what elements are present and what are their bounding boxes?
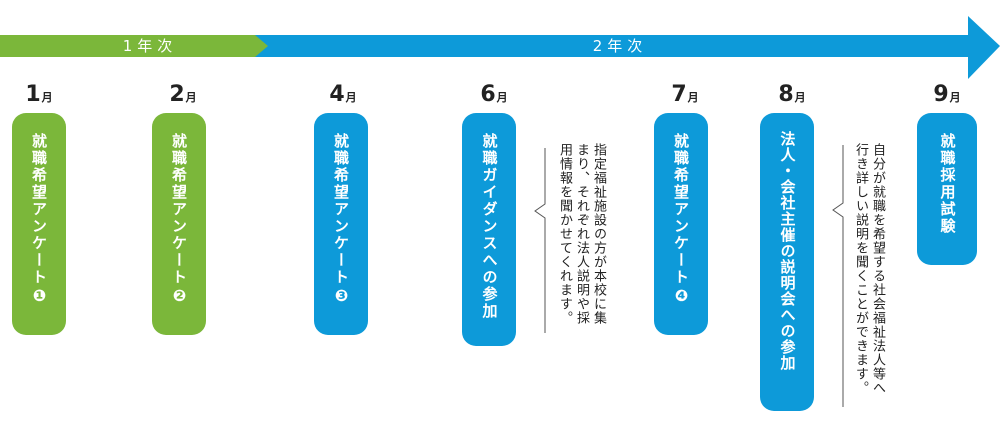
step-survey-3: 就職希望アンケート❸ [314, 113, 368, 335]
step-label: 就職希望アンケート❶ [30, 133, 49, 307]
year2-label: 2年次 [592, 37, 648, 55]
year1-band [0, 35, 268, 57]
step-employment-exam: 就職採用試験 [917, 113, 977, 265]
note-guidance: 指定福祉施設の方が本校に集まり、それぞれ法人説明や採用情報を聞かせてくれます。 [557, 143, 606, 325]
number-badge-4: ❹ [672, 286, 691, 307]
step-survey-1: 就職希望アンケート❶ [12, 113, 66, 335]
step-label: 法人・会社主催の説明会への参加 [778, 131, 797, 371]
timeline-banner [0, 16, 1000, 79]
step-label: 就職採用試験 [938, 133, 957, 235]
month-1-label: 1月 [25, 82, 53, 107]
year1-label: 1年次 [122, 37, 178, 55]
month-2-label: 2月 [169, 82, 197, 107]
note-seminar: 自分が就職を希望する社会福祉法人等へ行き詳しい説明を聞くことができます。 [853, 143, 885, 395]
month-6-label: 6月 [480, 82, 508, 107]
month-4-label: 4月 [329, 82, 357, 107]
arrow-shaft-year2 [252, 35, 972, 57]
step-company-seminar: 法人・会社主催の説明会への参加 [760, 113, 814, 411]
step-label: 就職希望アンケート❹ [672, 133, 691, 307]
step-survey-2: 就職希望アンケート❷ [152, 113, 206, 335]
step-survey-4: 就職希望アンケート❹ [654, 113, 708, 335]
step-label: 就職希望アンケート❸ [332, 133, 351, 307]
step-label: 就職希望アンケート❷ [170, 133, 189, 307]
month-7-label: 7月 [671, 82, 699, 107]
number-badge-3: ❸ [332, 286, 351, 307]
month-9-label: 9月 [933, 82, 961, 107]
step-label: 就職ガイダンスへの参加 [480, 133, 499, 320]
note-bracket-seminar [832, 145, 844, 407]
arrow-head-icon [968, 16, 1000, 79]
number-badge-2: ❷ [170, 286, 189, 307]
step-guidance: 就職ガイダンスへの参加 [462, 113, 516, 346]
month-8-label: 8月 [778, 82, 806, 107]
note-bracket-guidance [534, 148, 546, 333]
number-badge-1: ❶ [30, 286, 49, 307]
